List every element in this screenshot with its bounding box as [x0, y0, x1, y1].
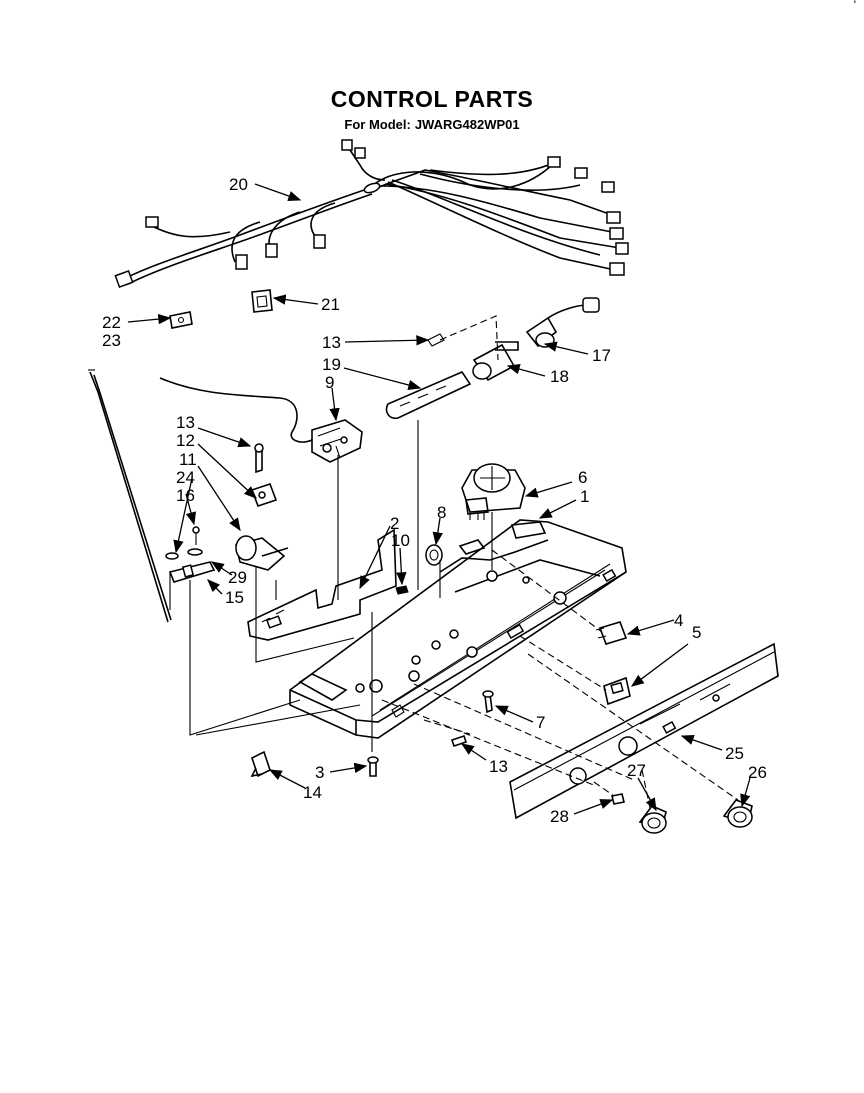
page-title: CONTROL PARTS	[330, 86, 534, 112]
callout-13-left: 13	[176, 413, 195, 432]
callout-13-bottom: 13	[489, 757, 508, 776]
callout-23: 23	[102, 331, 121, 350]
callout-20: 20	[229, 175, 248, 194]
model-prefix: For Model:	[344, 117, 411, 132]
callout-4: 4	[674, 611, 683, 630]
callout-21: 21	[321, 295, 340, 314]
model-line: For Model:JWARG482WP01	[0, 117, 864, 132]
callout-7: 7	[536, 713, 545, 732]
callout-9: 9	[325, 373, 334, 392]
callout-10: 10	[391, 531, 410, 550]
control-panel	[509, 642, 779, 820]
callout-8: 8	[437, 503, 446, 522]
retaining-clip	[250, 750, 271, 778]
callout-12: 12	[176, 431, 195, 450]
callout-18: 18	[550, 367, 569, 386]
callout-15: 15	[225, 588, 244, 607]
callout-27: 27	[627, 761, 646, 780]
callout-5: 5	[692, 623, 701, 642]
callout-28: 28	[550, 807, 569, 826]
selector-switch	[603, 676, 631, 706]
callout-17: 17	[592, 346, 611, 365]
light-switch	[595, 621, 628, 645]
callout-25: 25	[725, 744, 744, 763]
callout-16: 16	[176, 486, 195, 505]
harness-clip	[251, 289, 273, 313]
defrost-timer	[461, 463, 526, 520]
model-number: JWARG482WP01	[414, 117, 520, 132]
mounting-plate	[247, 528, 397, 641]
capillary-tube	[88, 369, 172, 623]
assembly-lines	[189, 420, 739, 809]
light-socket-assembly	[385, 297, 600, 420]
callout-1: 1	[580, 487, 589, 506]
callout-19: 19	[322, 355, 341, 374]
corner-mark: '	[853, 0, 856, 12]
callout-13-top: 13	[322, 333, 341, 352]
screws	[367, 585, 494, 777]
leader-lines	[127, 183, 751, 815]
thermostat-assembly	[165, 443, 289, 610]
mounting-bracket	[169, 311, 193, 329]
control-knobs	[611, 793, 753, 834]
callout-24: 24	[176, 468, 195, 487]
callout-3: 3	[315, 763, 324, 782]
callout-labels: 20 21 22 23 13 17 19 18 9 13 12 11 24 6 …	[102, 175, 767, 826]
callout-6: 6	[578, 468, 587, 487]
control-housing	[289, 519, 627, 739]
callout-22: 22	[102, 313, 121, 332]
callout-29: 29	[228, 568, 247, 587]
callout-26: 26	[748, 763, 767, 782]
callout-2: 2	[390, 514, 399, 533]
callout-11: 11	[179, 450, 197, 469]
wiring-harness	[114, 139, 629, 288]
callout-14: 14	[303, 783, 322, 802]
temperature-control	[159, 377, 363, 463]
